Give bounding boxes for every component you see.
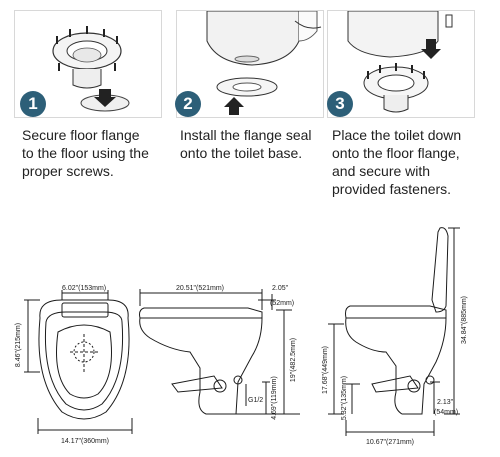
- step-3-text: Place the toilet down onto the floor fla…: [332, 127, 462, 197]
- step-3-badge: 3: [327, 91, 353, 117]
- dim-back-depth: 10.67"(271mm): [366, 439, 414, 446]
- step-1-text: Secure floor flange to the floor using t…: [22, 127, 149, 179]
- flange-seal-illustration: [206, 10, 322, 115]
- step-2-text: Install the flange seal onto the toilet …: [180, 127, 312, 161]
- dim-seat-offset-in: 2.05": [272, 285, 289, 292]
- dim-overall-height: 34.84"(885mm): [461, 296, 468, 344]
- down-arrow-icon: [94, 89, 116, 107]
- dim-back-offset-mm: (54mm): [434, 409, 458, 416]
- dim-inlet-thread: G1/2: [248, 397, 263, 404]
- floor-flange-illustration: [52, 26, 130, 112]
- toilet-placement-illustration: [347, 10, 453, 113]
- step-2-badge: 2: [175, 91, 201, 117]
- step-1-badge: 1: [20, 91, 46, 117]
- dim-seat-offset-mm: (52mm): [270, 300, 294, 307]
- back-view-drawing: [328, 227, 460, 436]
- top-view-drawing: [24, 290, 133, 434]
- dim-overall-width: 14.17"(360mm): [61, 438, 109, 445]
- dim-side-length: 20.51"(521mm): [176, 285, 224, 292]
- dim-top-width: 6.02"(153mm): [62, 285, 106, 292]
- dim-side-height: 19"(482.5mm): [290, 338, 297, 382]
- dim-outlet-height: 4.69"(119mm): [271, 376, 278, 420]
- step-1-illustration: [14, 10, 162, 118]
- up-arrow-icon: [224, 97, 244, 115]
- dim-back-offset-in: 2.13": [437, 399, 454, 406]
- side-view-drawing: [139, 289, 300, 415]
- step-2-illustration: [176, 10, 324, 118]
- dim-top-length: 8.46"(215mm): [15, 323, 22, 367]
- dim-back-outlet: 5.32"(135mm): [341, 376, 348, 420]
- dim-back-height: 17.68"(449mm): [322, 346, 329, 394]
- down-arrow-icon: [421, 39, 441, 59]
